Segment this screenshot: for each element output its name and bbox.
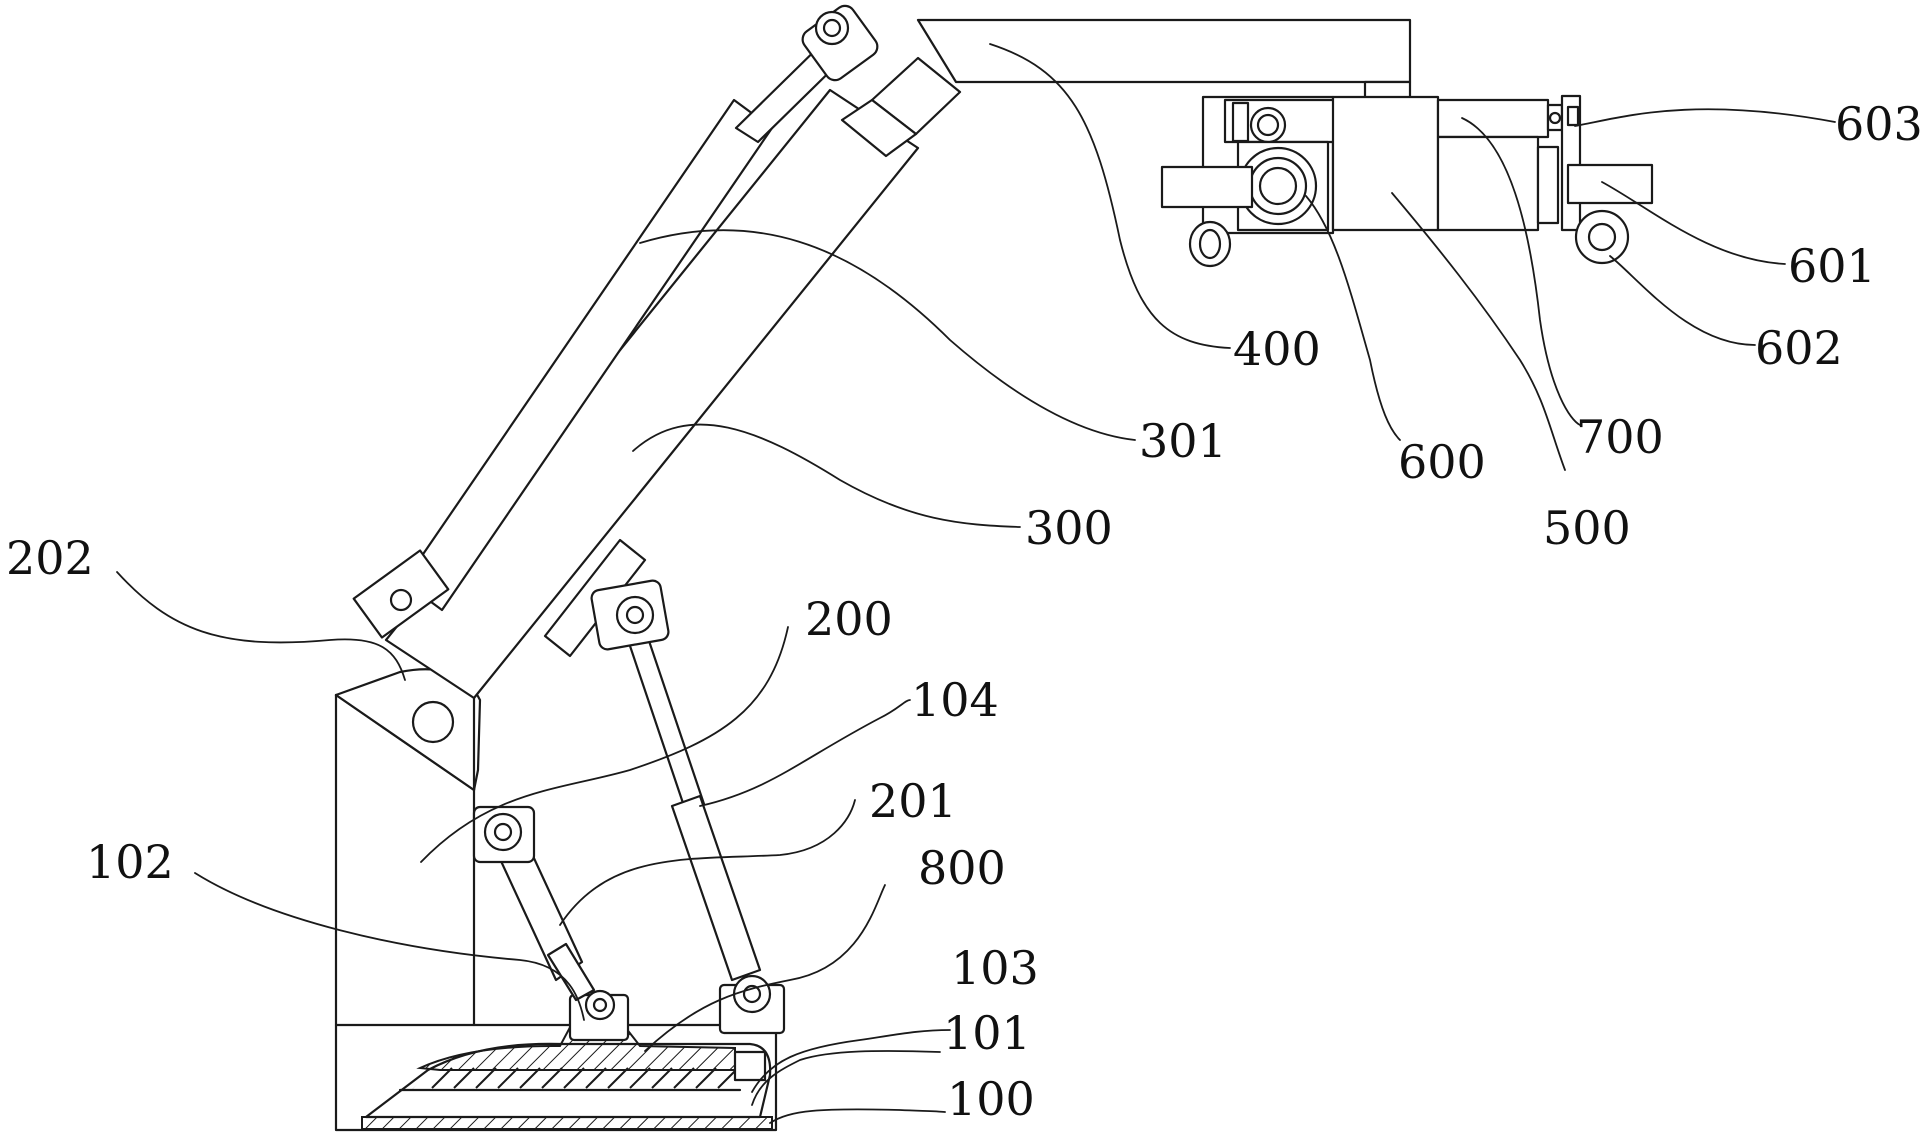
bar-601 [1568,165,1652,203]
base-plate-100 [362,1117,772,1129]
wheel-602 [1576,211,1628,263]
label-101: 101 [943,1006,1031,1060]
label-104: 104 [911,673,999,727]
label-700: 700 [1576,410,1664,464]
label-301: 301 [1139,414,1227,468]
label-601: 601 [1788,239,1876,293]
label-603: 603 [1835,97,1923,151]
label-800: 800 [918,841,1006,895]
slider-103 [735,1052,765,1080]
label-103: 103 [951,941,1039,995]
plate-603 [1562,96,1580,230]
cylinder-201 [474,807,594,1000]
labels: 603 601 602 400 700 301 600 500 300 202 … [6,97,1923,1126]
label-201: 201 [869,774,957,828]
label-600: 600 [1398,435,1486,489]
cylinder-700 [1438,100,1562,230]
gripper-600 [1162,97,1335,266]
label-500: 500 [1543,501,1631,555]
label-102: 102 [86,835,174,889]
label-200: 200 [805,592,893,646]
label-100: 100 [947,1072,1035,1126]
label-202: 202 [6,531,94,585]
block-500 [1333,97,1438,230]
label-400: 400 [1233,322,1321,376]
label-602: 602 [1755,321,1843,375]
label-300: 300 [1025,501,1113,555]
cylinder-104 [628,632,760,980]
